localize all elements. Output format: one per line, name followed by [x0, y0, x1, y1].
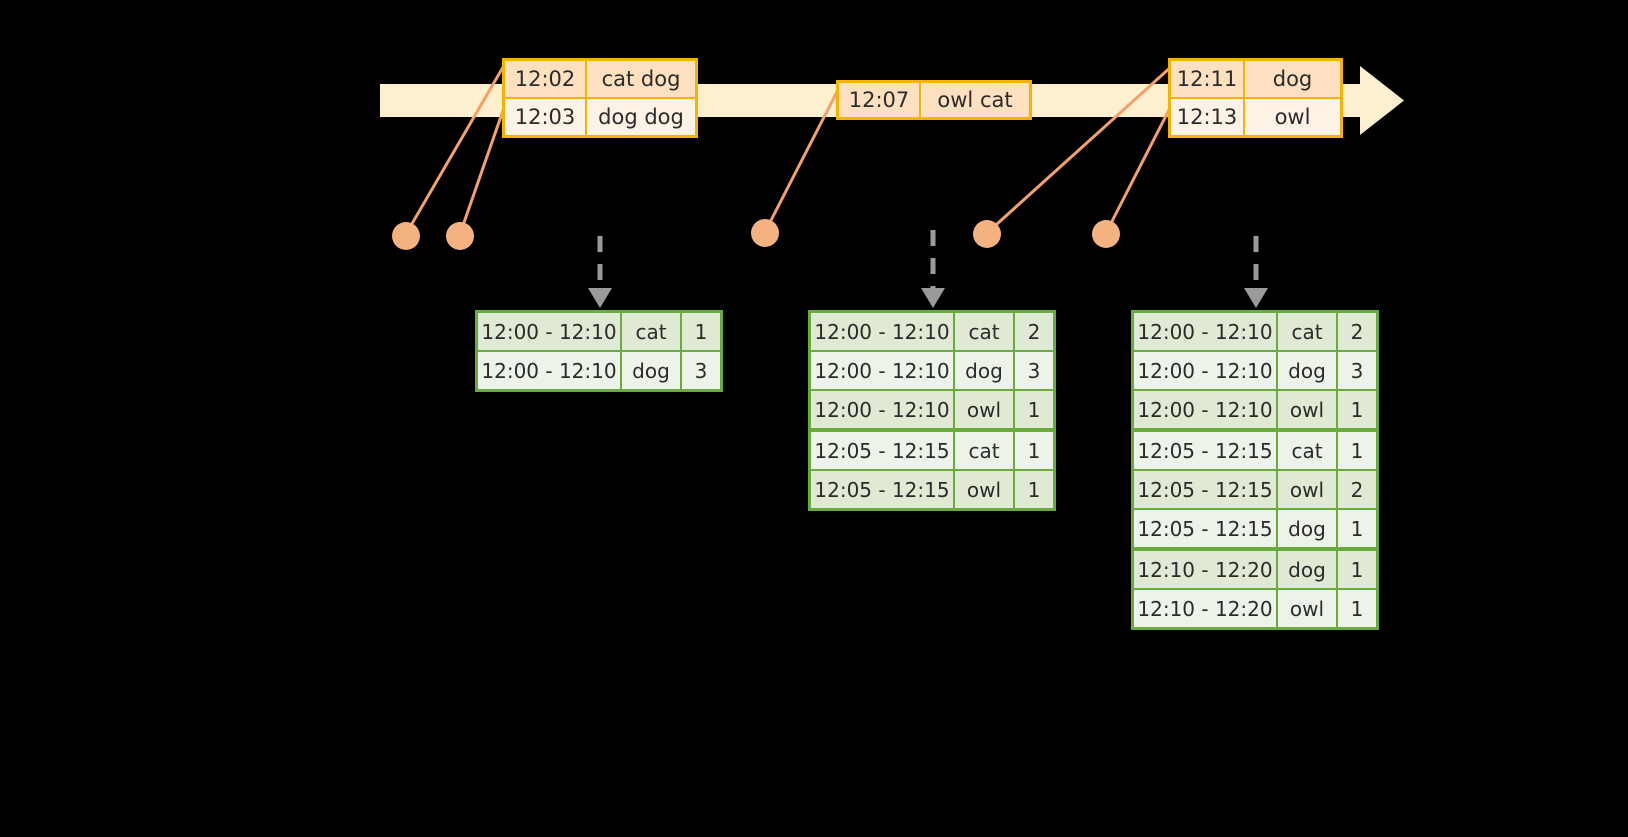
table-cell-key: dog: [1278, 352, 1338, 389]
event-time: 12:07: [839, 83, 921, 117]
table-row: 12:05 - 12:15 cat 1: [811, 428, 1053, 469]
event-dot: [392, 222, 420, 250]
event-dot: [751, 219, 779, 247]
table-cell-count: 2: [1027, 319, 1041, 344]
table-row: 12:00 - 12:10 dog 3: [811, 350, 1053, 389]
table-cell-key: owl: [955, 391, 1015, 428]
table-cell-count: 1: [694, 319, 708, 344]
event-group-a: 12:02 cat dog 12:03 dog dog: [502, 58, 698, 138]
table-row: 12:00 - 12:10 owl 1: [1134, 389, 1376, 428]
table-cell-key: cat: [1278, 432, 1338, 469]
table-cell-count: 1: [1350, 516, 1364, 541]
result-table-1: 12:00 - 12:10 cat 1 12:00 - 12:10 dog 3: [475, 310, 723, 392]
table-row: 12:00 - 12:10 cat 2: [1134, 313, 1376, 350]
table-row: 12:00 - 12:10 dog 3: [1134, 350, 1376, 389]
event-time: 12:13: [1171, 99, 1245, 135]
table-cell-count: 1: [1027, 477, 1041, 502]
event-row: 12:07 owl cat: [839, 83, 1029, 117]
table-cell-key: owl: [955, 471, 1015, 508]
table-row: 12:05 - 12:15 owl 1: [811, 469, 1053, 508]
table-cell-key: owl: [1278, 391, 1338, 428]
table-row: 12:05 - 12:15 cat 1: [1134, 428, 1376, 469]
table-cell-key: cat: [955, 432, 1015, 469]
event-words: owl cat: [937, 88, 1013, 112]
table-cell-count: 3: [694, 358, 708, 383]
table-cell-window: 12:10 - 12:20: [1134, 551, 1278, 588]
table-row: 12:10 - 12:20 dog 1: [1134, 547, 1376, 588]
table-cell-count: 1: [1350, 557, 1364, 582]
table-cell-key: cat: [1278, 313, 1338, 350]
table-cell-key: cat: [955, 313, 1015, 350]
event-time: 12:03: [505, 99, 587, 135]
table-cell-count: 1: [1350, 397, 1364, 422]
result-arrowheads: [588, 288, 1268, 308]
table-cell-key: owl: [1278, 590, 1338, 627]
event-words: dog dog: [598, 105, 684, 129]
table-cell-key: dog: [955, 352, 1015, 389]
table-cell-window: 12:05 - 12:15: [811, 432, 955, 469]
table-cell-count: 3: [1027, 358, 1041, 383]
event-dots: [392, 219, 1120, 250]
table-cell-window: 12:00 - 12:10: [1134, 391, 1278, 428]
table-cell-count: 1: [1027, 397, 1041, 422]
table-cell-window: 12:05 - 12:15: [1134, 432, 1278, 469]
table-row: 12:05 - 12:15 owl 2: [1134, 469, 1376, 508]
table-cell-window: 12:00 - 12:10: [811, 313, 955, 350]
table-cell-count: 2: [1350, 477, 1364, 502]
table-cell-key: dog: [622, 352, 682, 389]
event-row: 12:11 dog: [1171, 61, 1340, 97]
table-row: 12:00 - 12:10 dog 3: [478, 350, 720, 389]
table-cell-count: 1: [1027, 438, 1041, 463]
table-cell-window: 12:05 - 12:15: [1134, 510, 1278, 547]
table-cell-key: dog: [1278, 551, 1338, 588]
result-table-2: 12:00 - 12:10 cat 2 12:00 - 12:10 dog 3 …: [808, 310, 1056, 511]
event-words: dog: [1272, 67, 1313, 91]
event-time: 12:11: [1171, 61, 1245, 97]
table-cell-window: 12:00 - 12:10: [1134, 352, 1278, 389]
table-cell-count: 2: [1350, 319, 1364, 344]
table-cell-window: 12:00 - 12:10: [1134, 313, 1278, 350]
table-cell-window: 12:00 - 12:10: [478, 352, 622, 389]
table-row: 12:00 - 12:10 cat 2: [811, 313, 1053, 350]
event-dot: [1092, 220, 1120, 248]
table-cell-window: 12:00 - 12:10: [478, 313, 622, 350]
event-dot: [446, 222, 474, 250]
table-cell-count: 1: [1350, 596, 1364, 621]
table-row: 12:10 - 12:20 owl 1: [1134, 588, 1376, 627]
event-time: 12:02: [505, 61, 587, 97]
table-row: 12:00 - 12:10 owl 1: [811, 389, 1053, 428]
event-row: 12:03 dog dog: [505, 97, 695, 135]
table-cell-window: 12:00 - 12:10: [811, 352, 955, 389]
table-cell-key: owl: [1278, 471, 1338, 508]
table-cell-count: 1: [1350, 438, 1364, 463]
table-cell-window: 12:10 - 12:20: [1134, 590, 1278, 627]
table-cell-window: 12:05 - 12:15: [1134, 471, 1278, 508]
event-group-b: 12:07 owl cat: [836, 80, 1032, 120]
result-table-3: 12:00 - 12:10 cat 2 12:00 - 12:10 dog 3 …: [1131, 310, 1379, 630]
table-cell-window: 12:00 - 12:10: [811, 391, 955, 428]
table-cell-count: 3: [1350, 358, 1364, 383]
table-row: 12:05 - 12:15 dog 1: [1134, 508, 1376, 547]
table-cell-window: 12:05 - 12:15: [811, 471, 955, 508]
table-row: 12:00 - 12:10 cat 1: [478, 313, 720, 350]
event-dot: [973, 220, 1001, 248]
event-words: cat dog: [601, 67, 681, 91]
event-group-c: 12:11 dog 12:13 owl: [1168, 58, 1343, 138]
table-cell-key: cat: [622, 313, 682, 350]
result-arrows: [597, 230, 1259, 290]
event-words: owl: [1274, 105, 1311, 129]
event-row: 12:13 owl: [1171, 97, 1340, 135]
event-row: 12:02 cat dog: [505, 61, 695, 97]
table-cell-key: dog: [1278, 510, 1338, 547]
